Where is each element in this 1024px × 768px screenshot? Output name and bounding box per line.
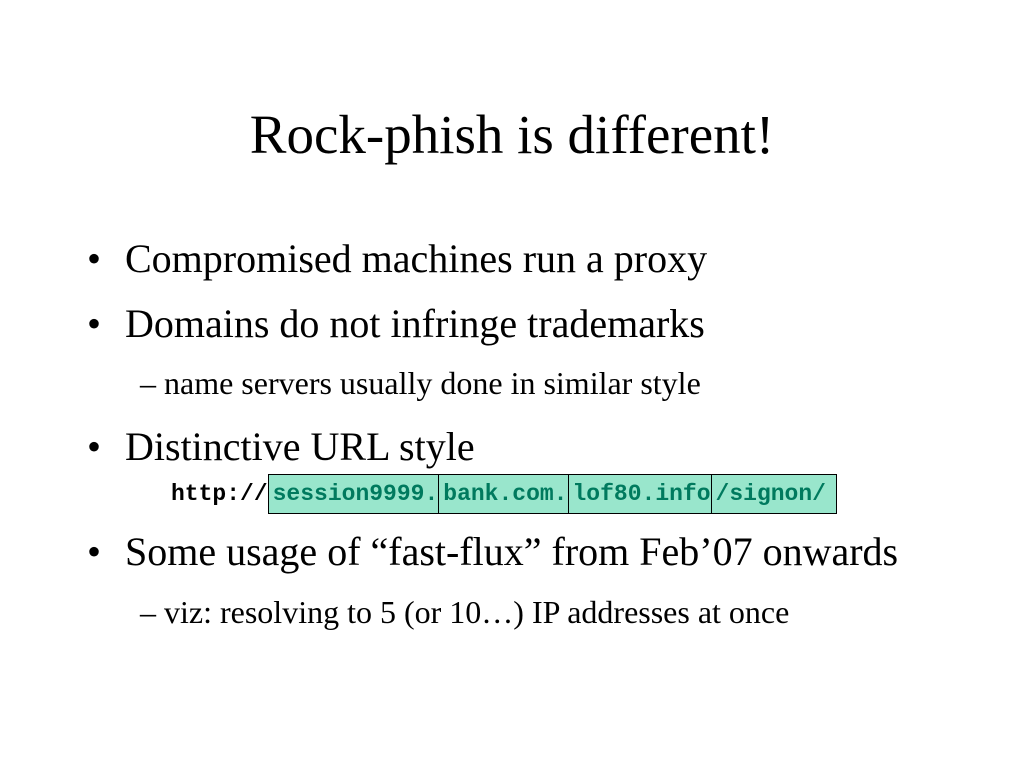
- url-part-session: session9999.: [272, 481, 439, 507]
- bullet-text: Compromised machines run a proxy: [125, 236, 708, 281]
- url-highlight-box: session9999. bank.com. lof80.info /signo…: [267, 474, 837, 514]
- bullet-icon: •: [87, 301, 102, 346]
- sub-text: viz: resolving to 5 (or 10…) IP addresse…: [164, 594, 790, 630]
- bullet-item-url-style: • Distinctive URL style: [87, 424, 475, 470]
- slide-title: Rock-phish is different!: [249, 104, 775, 165]
- bullet-icon: •: [87, 424, 102, 469]
- sub-item-viz: – viz: resolving to 5 (or 10…) IP addres…: [140, 593, 789, 631]
- bullet-text: Distinctive URL style: [125, 424, 475, 469]
- url-part-path: /signon/: [710, 475, 836, 513]
- bullet-item-fast-flux: • Some usage of “fast-flux” from Feb’07 o…: [87, 529, 898, 575]
- sub-item-name-servers: – name servers usually done in similar s…: [140, 364, 701, 402]
- sub-text: name servers usually done in similar sty…: [164, 365, 701, 401]
- dash-icon: –: [140, 365, 156, 401]
- bullet-icon: •: [87, 529, 102, 574]
- dash-icon: –: [140, 594, 156, 630]
- bullet-text: Some usage of “fast-flux” from Feb’07 on…: [125, 529, 899, 574]
- url-part-domain: lof80.info: [567, 475, 711, 513]
- bullet-text: Domains do not infringe trademarks: [125, 301, 705, 346]
- bullet-item-domains: • Domains do not infringe trademarks: [87, 301, 705, 347]
- url-part-bank: bank.com.: [438, 475, 568, 513]
- url-prefix: http://: [171, 481, 268, 507]
- bullet-item-proxy: • Compromised machines run a proxy: [87, 236, 707, 282]
- example-url: http:// session9999. bank.com. lof80.inf…: [171, 474, 837, 514]
- bullet-icon: •: [87, 236, 102, 281]
